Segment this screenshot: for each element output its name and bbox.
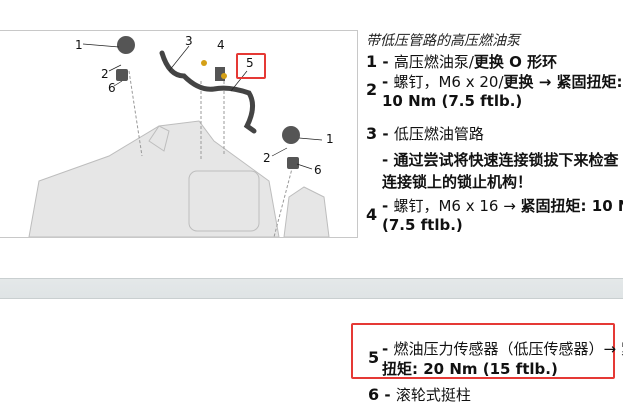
item-number: 6 (368, 385, 380, 404)
item-dash: - (382, 340, 394, 358)
item-dash: - (382, 73, 394, 91)
callout-3: 3 (185, 34, 193, 48)
callout-6: 6 (108, 81, 116, 95)
item-text: 滚轮式挺柱 (395, 386, 471, 404)
section-title: 带低压管路的高压燃油泵 (366, 33, 520, 49)
item-5-number: 5 (368, 348, 380, 367)
item-3-note: - 通过尝试将快速连接锁拔下来检查 (382, 151, 619, 169)
item-dash: - (382, 197, 394, 215)
item-dash: - (379, 386, 396, 404)
item-text: 螺钉，M6 x 20/ (393, 73, 504, 91)
item-3: 3 - 低压燃油管路 (366, 123, 484, 144)
item-5: - 燃油压力传感器（低压传感器）→ 紧固 (382, 338, 623, 359)
item-5-highlight (351, 323, 615, 379)
exploded-diagram: 1 3 4 5 2 6 1 2 6 (0, 30, 358, 238)
item-bold: 更换 O 形环 (473, 53, 558, 71)
item-text: 燃油压力传感器（低压传感器）→ 紧固 (393, 340, 623, 358)
item-6: 6 - 滚轮式挺柱 (368, 384, 471, 405)
callout-1-right: 1 (326, 132, 334, 146)
item-4-torque: (7.5 ftlb.) (382, 216, 463, 234)
item-number: 1 (366, 52, 378, 71)
section-separator (0, 278, 623, 299)
item-number: 3 (366, 124, 378, 143)
item-4-number: 4 (366, 205, 378, 224)
item-text: 螺钉，M6 x 16 → (393, 197, 521, 215)
item-2: - 螺钉，M6 x 20/更换 → 紧固扭矩: (382, 71, 623, 92)
item-text: 低压燃油管路 (393, 125, 484, 143)
callout-2-right: 2 (263, 151, 271, 165)
callout-5: 5 (246, 56, 254, 70)
item-bold: 更换 → 紧固扭矩: (503, 73, 623, 91)
item-bold: 紧固扭矩: 10 Nm (520, 197, 623, 215)
item-5-torque: 扭矩: 20 Nm (15 ftlb.) (382, 360, 558, 378)
callout-2: 2 (101, 67, 109, 81)
item-3-note-2: 连接锁上的锁止机构！ (382, 173, 533, 191)
item-2-number: 2 (366, 80, 378, 99)
engine-illustration (28, 36, 330, 237)
item-2-torque: 10 Nm (7.5 ftlb.) (382, 92, 523, 110)
item-1: 1 - 高压燃油泵/更换 O 形环 (366, 51, 557, 72)
item-4: - 螺钉，M6 x 16 → 紧固扭矩: 10 Nm (382, 195, 623, 216)
callout-5-highlight (236, 53, 266, 79)
item-dash: - (377, 53, 394, 71)
callout-1: 1 (75, 38, 83, 52)
item-dash: - (377, 125, 394, 143)
callout-4: 4 (217, 38, 225, 52)
item-text: 高压燃油泵/ (393, 53, 474, 71)
callout-6-right: 6 (314, 163, 322, 177)
